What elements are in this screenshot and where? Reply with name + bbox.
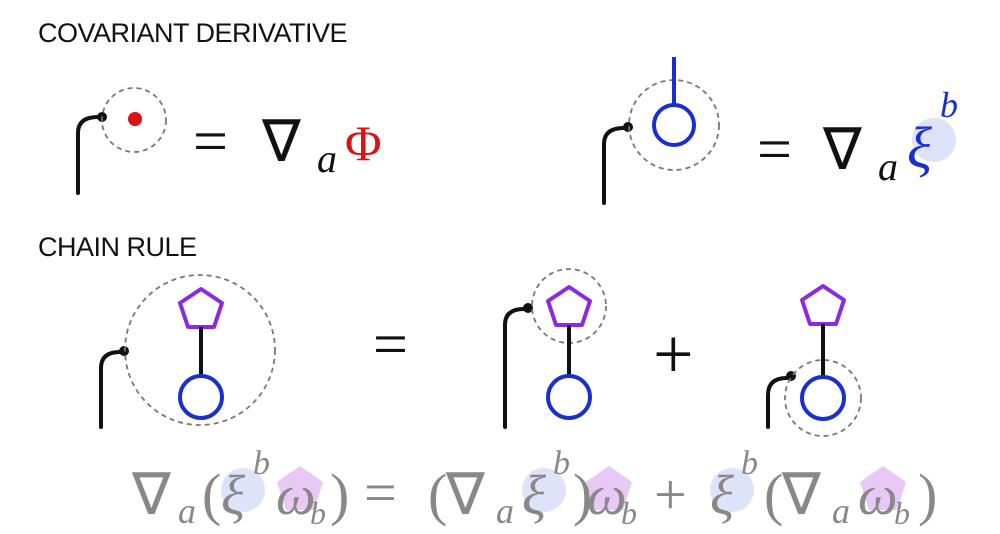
highlight-vector <box>912 118 956 162</box>
vector-formula: = ∇ a ξ b <box>757 85 958 189</box>
subscript-b: b <box>310 495 326 531</box>
highlight-xi-term1 <box>522 468 566 512</box>
right-paren: ) <box>330 462 349 527</box>
left-paren: ( <box>202 462 221 527</box>
xi-symbol: ξ <box>221 465 245 527</box>
equals-sign: = <box>364 460 397 525</box>
derivative-leg <box>503 307 526 429</box>
nabla-symbol: ∇ <box>781 462 821 527</box>
vector-derivative-diagram <box>602 57 720 205</box>
vector-node <box>652 103 696 147</box>
omega-symbol: ω <box>858 465 898 527</box>
heading-chain-rule: CHAIN RULE <box>38 232 197 262</box>
xi-symbol: ξ <box>710 465 734 527</box>
equals-sign: = <box>193 108 228 176</box>
derivative-leg <box>76 115 100 195</box>
heading-covariant-derivative: COVARIANT DERIVATIVE <box>38 18 348 48</box>
highlight-xi-term2 <box>710 468 754 512</box>
highlight-omega-lhs <box>277 466 323 510</box>
dashed-derivative-region <box>101 87 167 153</box>
left-paren: ( <box>428 462 447 527</box>
scalar-formula: = ∇ a Φ <box>193 108 382 181</box>
derivative-leg <box>99 350 122 429</box>
scalar-derivative-diagram <box>76 87 167 195</box>
derivative-dot <box>119 346 129 356</box>
derivative-dot <box>523 303 533 313</box>
xi-symbol: ξ <box>522 465 546 527</box>
superscript-b: b <box>940 85 958 125</box>
highlight-xi-lhs <box>221 468 265 512</box>
covector-pentagon-node <box>800 284 846 326</box>
index-a: a <box>317 136 337 181</box>
superscript-b: b <box>253 445 270 482</box>
omega-symbol: ω <box>276 465 316 527</box>
nabla-symbol: ∇ <box>445 462 485 527</box>
vector-node <box>546 374 592 420</box>
subscript-b: b <box>894 495 910 531</box>
covector-pentagon-node <box>178 287 224 329</box>
leibniz-formula: ∇ a ( ξ b ω b ) = ( ∇ a ξ b ) ω b + ξ b … <box>131 445 937 531</box>
vector-node <box>178 374 224 420</box>
chain-term-1-diagram <box>503 268 607 429</box>
omega-symbol: ω <box>587 465 627 527</box>
index-a: a <box>178 491 196 531</box>
chain-equals-sign: = <box>373 311 408 379</box>
equals-sign: = <box>757 116 792 184</box>
scalar-field-dot <box>128 112 142 126</box>
derivative-dot <box>623 122 633 132</box>
index-a: a <box>878 144 898 189</box>
chain-term-2-diagram <box>766 284 862 437</box>
right-paren: ) <box>918 462 937 527</box>
nabla-symbol: ∇ <box>822 117 862 182</box>
xi-symbol: ξ <box>907 115 932 180</box>
highlight-omega-term2 <box>860 466 906 510</box>
chain-lhs-diagram <box>99 274 276 429</box>
index-a: a <box>832 491 850 531</box>
right-paren: ) <box>573 462 592 527</box>
vector-node <box>800 375 846 421</box>
nabla-symbol: ∇ <box>131 462 171 527</box>
nabla-symbol: ∇ <box>261 109 301 174</box>
derivative-leg <box>602 126 626 205</box>
superscript-b: b <box>741 445 758 482</box>
dashed-derivative-region <box>124 274 276 426</box>
left-paren: ( <box>764 462 783 527</box>
index-a: a <box>496 491 514 531</box>
derivative-leg <box>766 376 789 429</box>
subscript-b: b <box>621 495 637 531</box>
plus-sign: + <box>654 462 687 527</box>
chain-plus-sign: + <box>653 314 694 394</box>
phi-symbol: Φ <box>345 115 382 171</box>
highlight-omega-term1 <box>586 466 632 510</box>
covector-pentagon-node <box>546 285 592 327</box>
superscript-b: b <box>553 445 570 482</box>
dashed-derivative-region <box>784 359 862 437</box>
